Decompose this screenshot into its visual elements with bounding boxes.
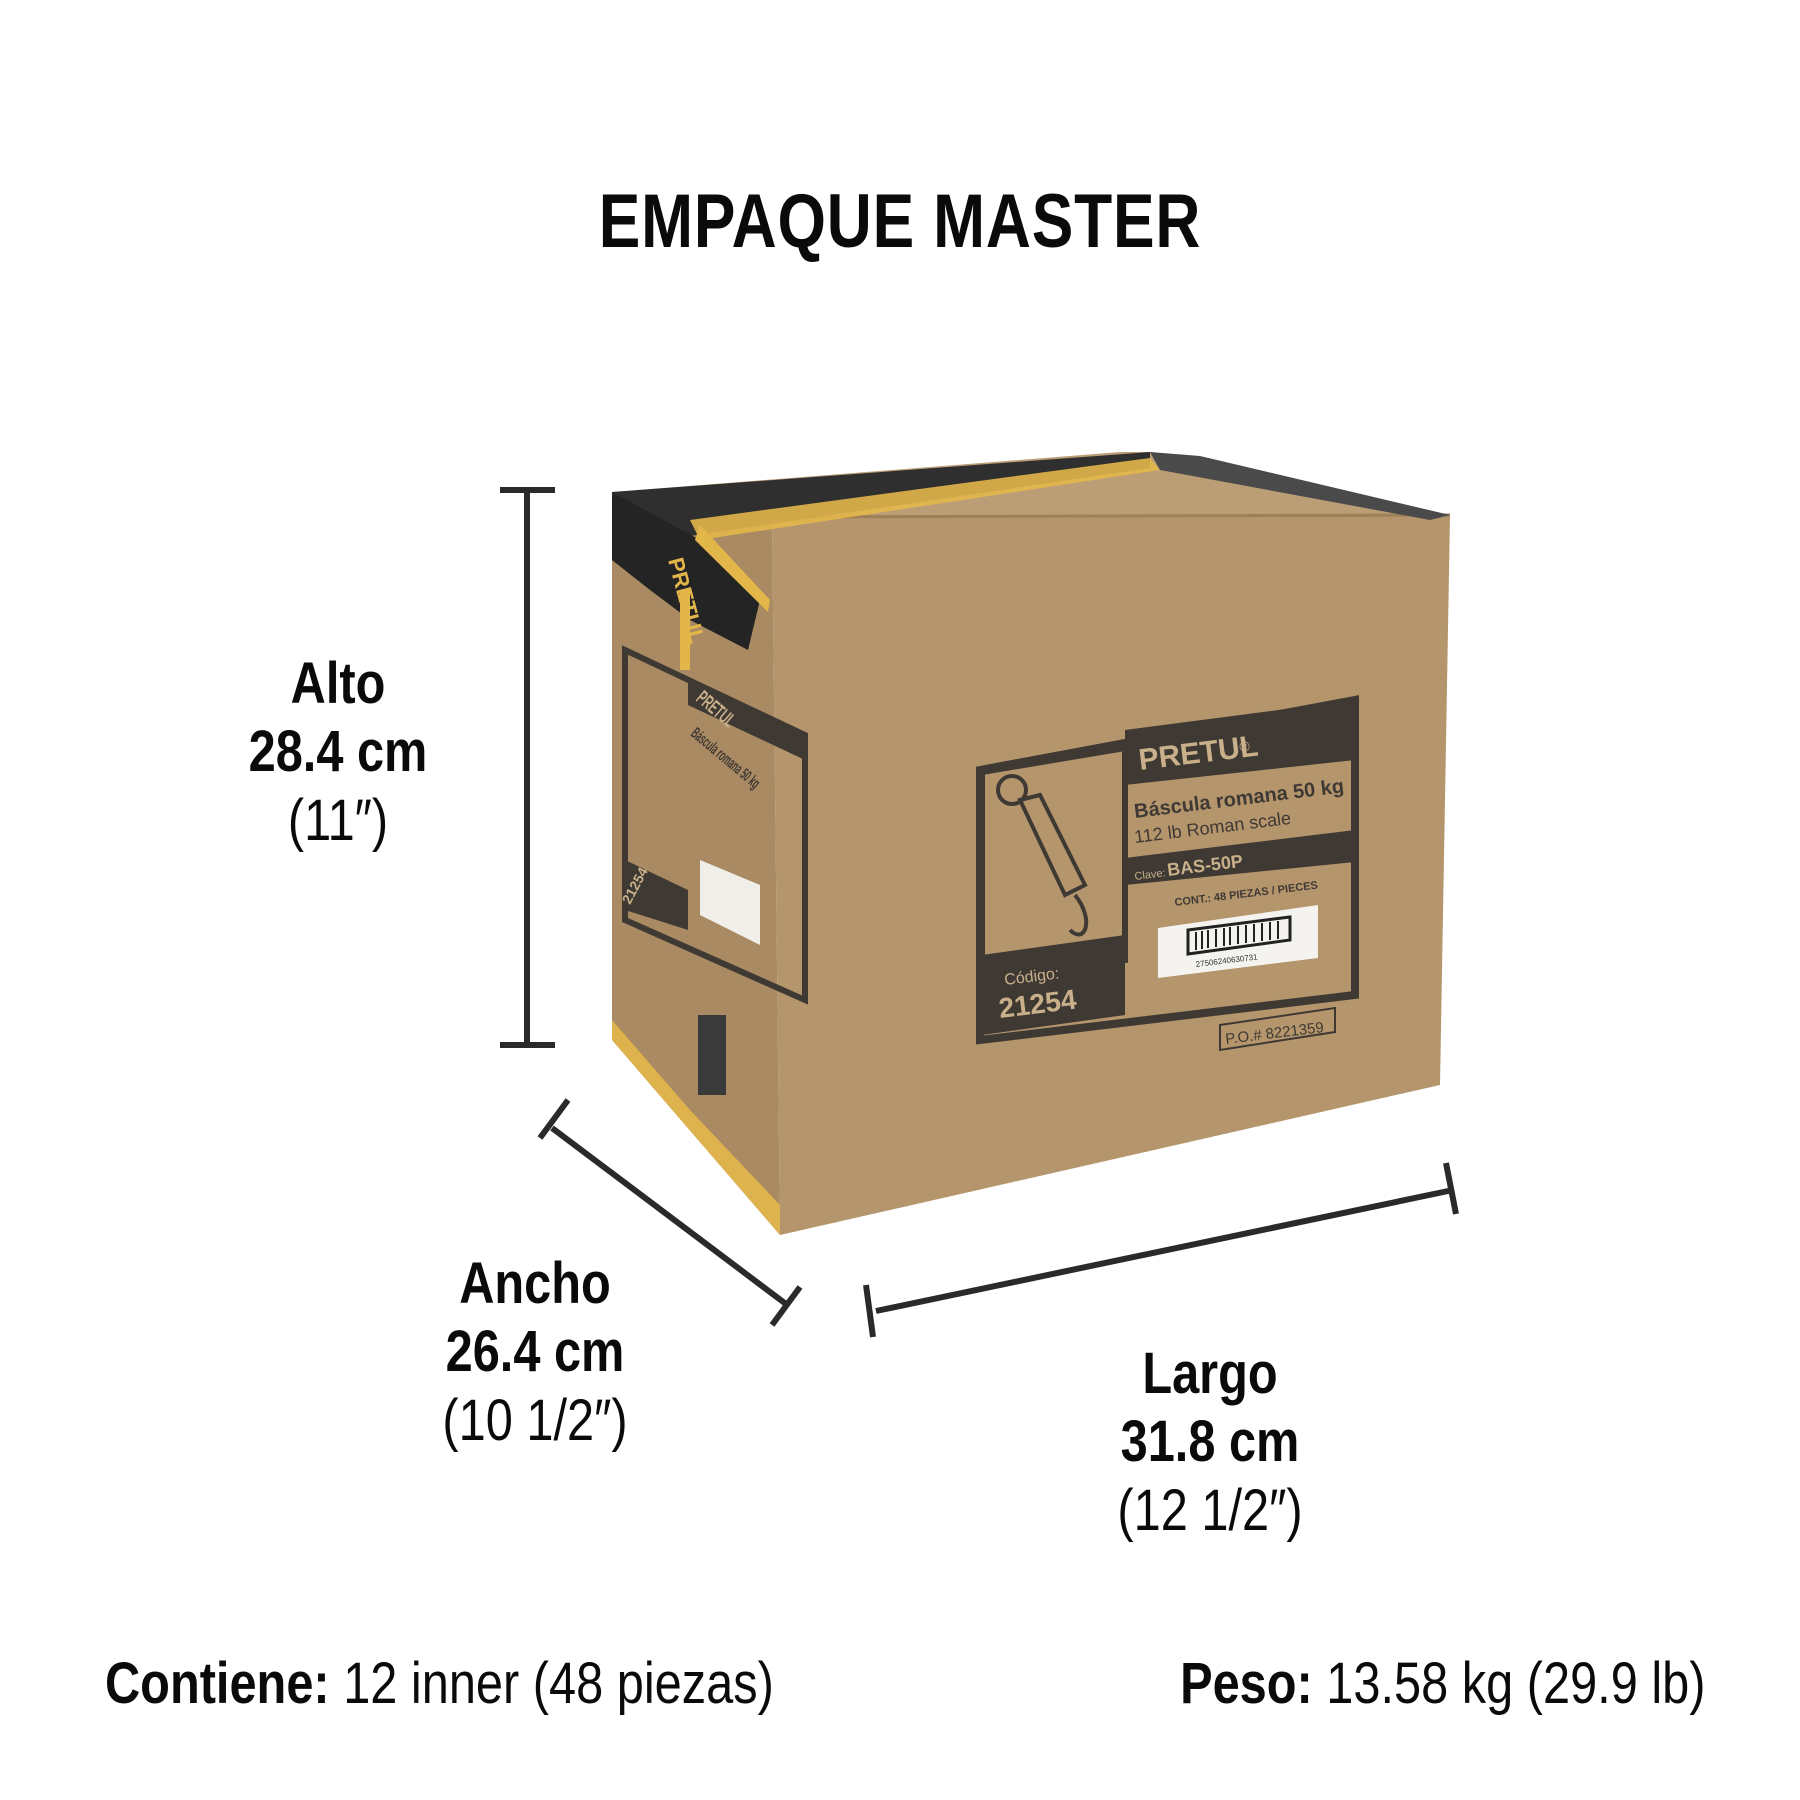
width-label: Ancho xyxy=(459,1251,611,1316)
length-inches: (12 1/2″) xyxy=(1117,1477,1303,1543)
page-title: EMPAQUE MASTER xyxy=(598,179,1202,264)
dimension-lines xyxy=(500,487,1459,1338)
contents-value: 12 inner (48 piezas) xyxy=(343,1651,774,1716)
front-label: PRETUL ® Báscula romana 50 kg 112 lb Rom… xyxy=(976,695,1359,1052)
tape-bottom-black xyxy=(698,1015,726,1095)
height-label: Alto xyxy=(290,651,386,716)
contents-info: Contiene: 12 inner (48 piezas) xyxy=(105,1650,774,1717)
tape-right-edge xyxy=(1150,452,1450,520)
height-inches: (11″) xyxy=(287,787,389,853)
tape-corner-black xyxy=(612,492,760,650)
tape-top-yellow xyxy=(690,458,1160,540)
svg-text:®: ® xyxy=(1238,738,1251,755)
weight-label: Peso: xyxy=(1179,1651,1313,1716)
width-cm: 26.4 cm xyxy=(445,1319,625,1385)
length-dimension: Largo 31.8 cm (12 1/2″) xyxy=(1092,1340,1327,1545)
contents-label: Contiene: xyxy=(105,1651,330,1716)
weight-value: 13.58 kg (29.9 lb) xyxy=(1325,1651,1705,1716)
box-side-face xyxy=(612,492,780,1235)
length-label: Largo xyxy=(1142,1341,1278,1406)
height-cm: 28.4 cm xyxy=(248,719,428,785)
weight-info: Peso: 13.58 kg (29.9 lb) xyxy=(1180,1650,1705,1717)
width-inches: (10 1/2″) xyxy=(442,1387,628,1453)
svg-text:Clave:: Clave: xyxy=(1134,867,1166,883)
length-cm: 31.8 cm xyxy=(1120,1409,1300,1475)
svg-text:Código:: Código: xyxy=(1003,965,1060,989)
width-dimension: Ancho 26.4 cm (10 1/2″) xyxy=(417,1250,652,1455)
tape-corner-yellow xyxy=(695,525,770,612)
length-dimension-line xyxy=(863,1162,1459,1338)
roman-scale-icon xyxy=(996,774,1089,937)
height-dimension: Alto 28.4 cm (11″) xyxy=(229,650,447,855)
width-dimension-line xyxy=(537,1098,803,1327)
tape-bottom-yellow xyxy=(612,1020,780,1235)
box-front-face xyxy=(772,515,1450,1235)
height-dimension-line xyxy=(500,487,555,1048)
